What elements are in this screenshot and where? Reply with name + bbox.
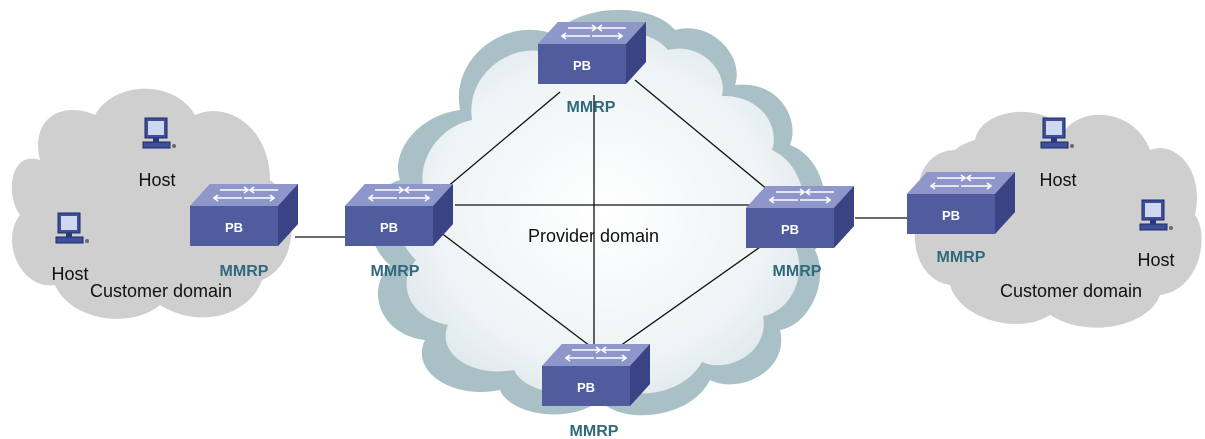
customer-domain-label-left: Customer domain [90,281,232,301]
provider-domain-label: Provider domain [528,226,659,246]
link-provider-left-to-bottom [439,231,591,347]
mmrp-label-customer-left: MMRP [220,263,269,280]
switch-pb-customer-left: PB [189,183,299,247]
link-provider-left-to-top [439,91,561,194]
mmrp-label-provider-right: MMRP [773,263,822,280]
customer-domain-cloud-right [914,111,1202,328]
switch-label: PB [942,208,960,223]
customer-domain-label-right: Customer domain [1000,281,1142,301]
mmrp-label-customer-right: MMRP [937,249,986,266]
host-right-top: Host [1039,117,1077,190]
host-label: Host [138,170,175,190]
switch-pb-customer-right: PB [906,171,1016,235]
host-label: Host [1137,250,1174,270]
mmrp-label-provider-left: MMRP [371,263,420,280]
mmrp-label-provider-top: MMRP [567,99,616,116]
link-provider-top-to-right [634,79,769,191]
network-links [295,79,910,347]
switch-pb-provider-left: PB [344,183,454,247]
switch-pb-provider-bottom: PB [541,343,651,407]
switch-label: PB [573,58,591,73]
host-right-bottom: Host [1137,199,1175,270]
switch-label: PB [380,220,398,235]
customer-domain-cloud-left [11,88,292,319]
switch-pb-provider-right: PB [745,185,855,249]
host-left-top: Host [138,117,177,190]
provider-domain-cloud [370,9,827,416]
link-provider-right-to-bottom [619,239,771,347]
host-left-bottom: Host [51,212,90,284]
host-label: Host [1039,170,1076,190]
mmrp-label-provider-bottom: MMRP [570,423,619,439]
switch-label: PB [577,380,595,395]
switch-pb-provider-top: PB [537,21,647,85]
switch-label: PB [225,220,243,235]
host-label: Host [51,264,88,284]
switch-label: PB [781,222,799,237]
